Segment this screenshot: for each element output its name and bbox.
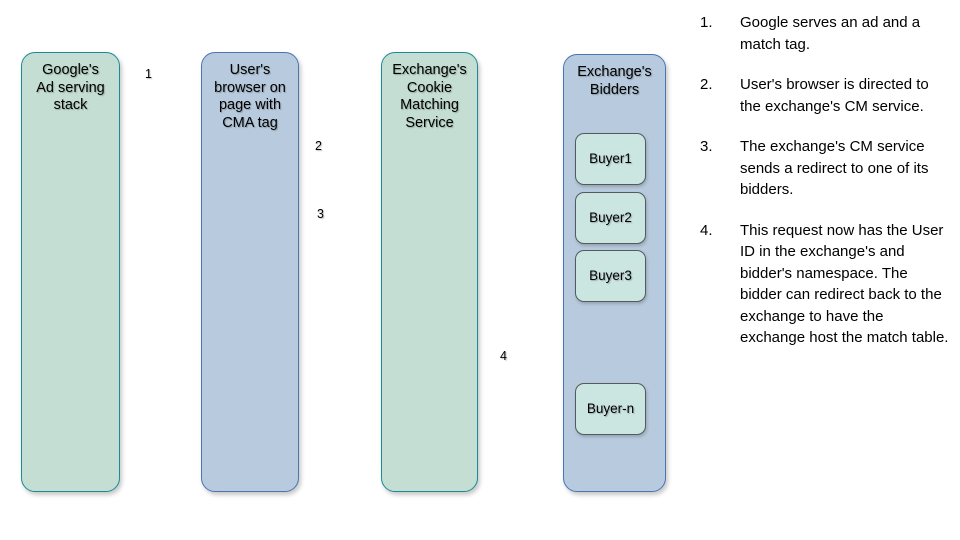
- node-exchange-cookie-matching-service: Exchange's Cookie Matching Service: [381, 52, 478, 492]
- arrow-3-number: 3: [317, 207, 324, 221]
- buyer-chip-buyer1-label: Buyer1: [589, 151, 632, 167]
- buyer-chip-buyer-n-label: Buyer-n: [586, 401, 635, 417]
- step-text: The exchange's CM service sends a redire…: [740, 138, 929, 198]
- node-user-browser: User's browser on page with CMA tag: [201, 52, 299, 492]
- step-text: User's browser is directed to the exchan…: [740, 76, 929, 115]
- steps-list: 1. Google serves an ad and a match tag. …: [700, 12, 950, 368]
- buyer-chip-buyer3: Buyer3: [575, 250, 646, 302]
- arrow-2-number: 2: [315, 139, 322, 153]
- arrow-4-number: 4: [500, 349, 507, 363]
- step-number: 2.: [700, 76, 713, 93]
- node-exchange-cookie-matching-service-label: Exchange's Cookie Matching Service: [392, 62, 467, 131]
- node-user-browser-label: User's browser on page with CMA tag: [214, 62, 286, 131]
- step-text: This request now has the User ID in the …: [740, 221, 949, 347]
- buyer-chip-buyer2-label: Buyer2: [589, 210, 632, 226]
- arrow-1-number: 1: [145, 67, 152, 81]
- step-number: 1.: [700, 14, 713, 31]
- node-google-ad-serving-stack: Google's Ad serving stack: [21, 52, 120, 492]
- buyer-chip-buyer-n: Buyer-n: [575, 383, 646, 435]
- list-item: 1. Google serves an ad and a match tag.: [700, 12, 950, 55]
- buyer-chip-buyer1: Buyer1: [575, 133, 646, 185]
- step-number: 3.: [700, 138, 713, 155]
- list-item: 4. This request now has the User ID in t…: [700, 220, 950, 349]
- buyer-chip-buyer2: Buyer2: [575, 192, 646, 244]
- buyer-chip-buyer3-label: Buyer3: [589, 268, 632, 284]
- node-google-ad-serving-stack-label: Google's Ad serving stack: [36, 62, 105, 113]
- step-text: Google serves an ad and a match tag.: [740, 14, 921, 53]
- step-number: 4.: [700, 221, 713, 239]
- list-item: 3. The exchange's CM service sends a red…: [700, 136, 950, 201]
- list-item: 2. User's browser is directed to the exc…: [700, 74, 950, 117]
- node-exchange-bidders-label: Exchange's Bidders: [577, 64, 652, 98]
